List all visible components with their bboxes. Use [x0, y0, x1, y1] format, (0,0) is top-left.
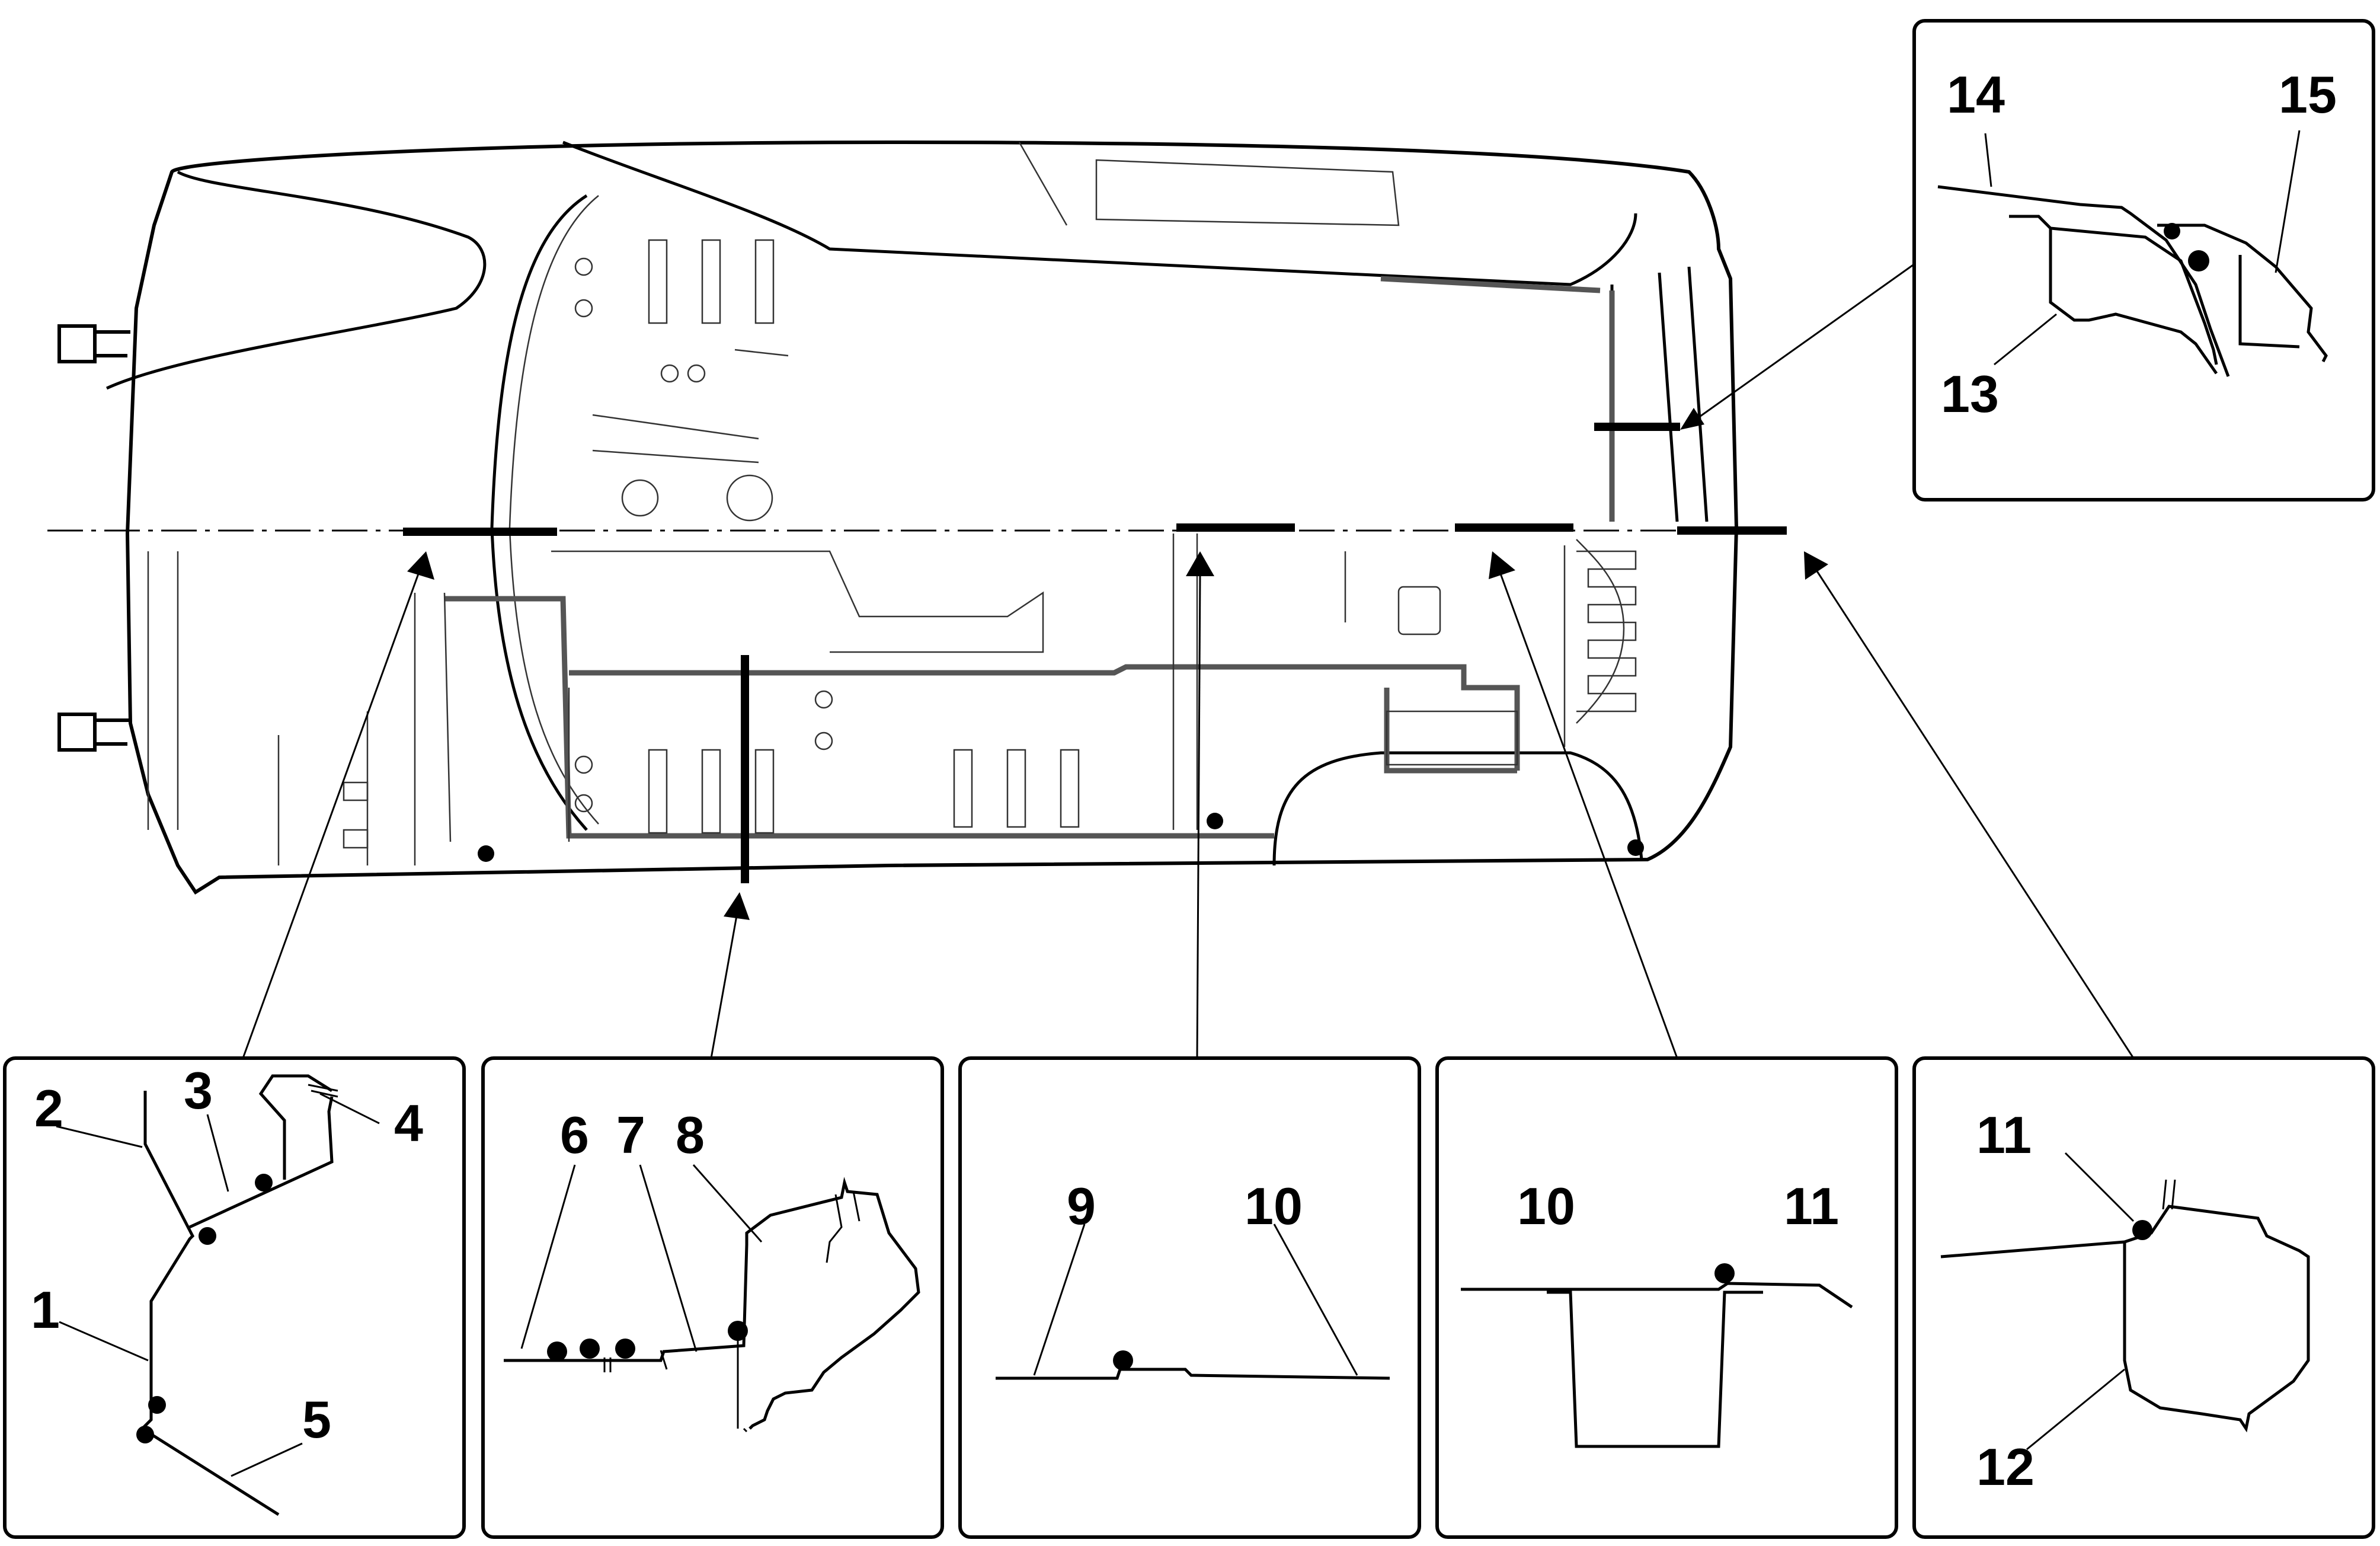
label-1: 1	[31, 1280, 60, 1339]
detail-box-6: 14 15 13	[1912, 19, 2375, 502]
label-10-box3: 10	[1245, 1177, 1303, 1235]
detail-box-4: 10 11	[1435, 1056, 1898, 1539]
label-10-box4: 10	[1517, 1177, 1575, 1235]
label-13: 13	[1941, 365, 1999, 423]
car-body	[47, 140, 1739, 895]
label-11-box4: 11	[1784, 1177, 1839, 1235]
section-markers	[403, 423, 1787, 883]
label-14: 14	[1947, 65, 2005, 124]
detail-box-5: 11 12	[1912, 1056, 2375, 1539]
label-6: 6	[560, 1106, 589, 1164]
label-12: 12	[1976, 1438, 2034, 1496]
leader-arrows	[242, 257, 2135, 1059]
detail-box-2: 6 7 8	[481, 1056, 944, 1539]
detail-box-1: 2 3 4 1 5	[3, 1056, 466, 1539]
detail-box-3: 9 10	[958, 1056, 1421, 1539]
label-2: 2	[34, 1079, 63, 1138]
label-4: 4	[394, 1094, 423, 1152]
label-11-box5: 11	[1976, 1106, 2032, 1164]
label-8: 8	[676, 1106, 705, 1164]
label-15: 15	[2279, 65, 2337, 124]
label-3: 3	[184, 1061, 213, 1120]
label-9: 9	[1067, 1177, 1096, 1235]
label-7: 7	[616, 1106, 645, 1164]
label-5: 5	[302, 1390, 331, 1449]
